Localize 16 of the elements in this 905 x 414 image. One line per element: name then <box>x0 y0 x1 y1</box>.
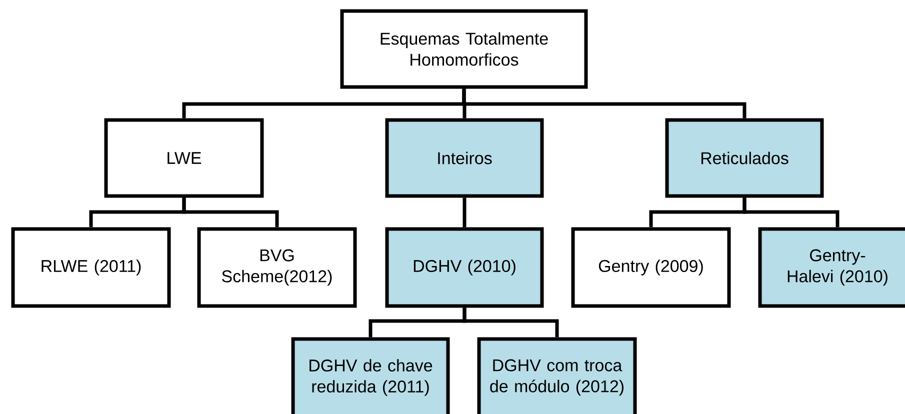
category-box: Gentry (2009) <box>571 227 731 308</box>
category-box: Reticulados <box>665 118 824 198</box>
category-box: DGHV de chave reduzida (2011) <box>291 337 450 414</box>
connector <box>462 198 466 228</box>
category-box: RLWE (2011) <box>11 227 171 308</box>
category-box: Gentry-Halevi (2010) <box>758 227 905 308</box>
connector <box>742 198 840 228</box>
category-box: Inteiros <box>385 118 544 198</box>
category-box: Esquemas Totalmente Homomorficos <box>340 9 588 89</box>
category-box: BVG Scheme(2012) <box>197 227 357 308</box>
category-box: DGHV com troca de módulo (2012) <box>477 337 637 414</box>
category-box: LWE <box>104 118 264 198</box>
category-box: DGHV (2010) <box>385 227 544 308</box>
connector <box>462 88 746 118</box>
connector <box>462 308 559 338</box>
connector <box>182 198 279 228</box>
